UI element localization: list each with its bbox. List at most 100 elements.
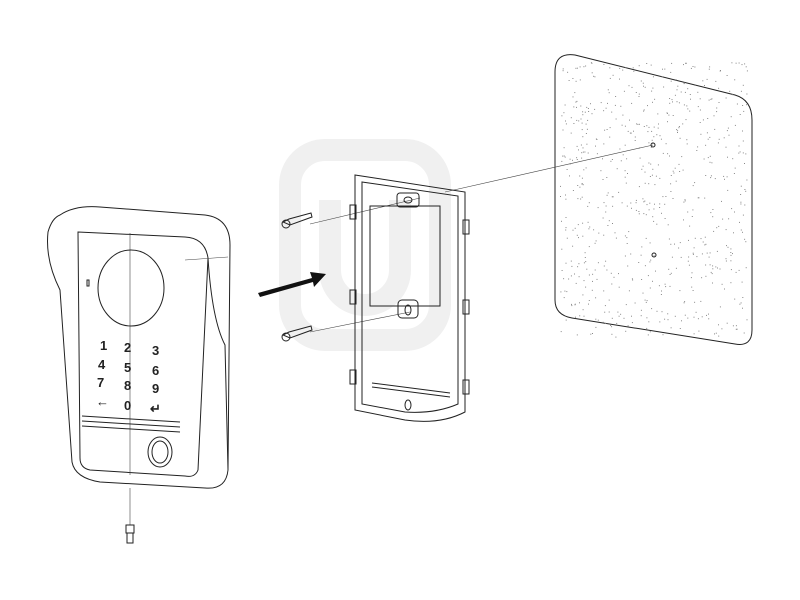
speckle-dot [565, 123, 567, 125]
speckle-dot [659, 207, 661, 208]
speckle-dot [716, 111, 718, 113]
speckle-dot [644, 171, 646, 173]
speckle-dot [596, 278, 598, 280]
speckle-dot [608, 311, 610, 313]
speckle-dot [699, 122, 701, 123]
speckle-dot [588, 228, 590, 230]
speckle-dot [593, 75, 595, 77]
speckle-dot [665, 196, 667, 197]
speckle-dot [592, 273, 594, 275]
speckle-dot [670, 71, 672, 73]
speckle-dot [721, 200, 722, 202]
speckle-dot [617, 311, 619, 313]
speckle-dot [688, 256, 690, 258]
speckle-dot [616, 168, 618, 170]
speckle-dot [647, 334, 649, 336]
speckle-dot [649, 261, 651, 263]
speckle-dot [562, 68, 564, 70]
speckle-dot [622, 69, 624, 71]
speckle-dot [718, 335, 720, 337]
speckle-dot [690, 67, 692, 69]
speckle-dot [683, 64, 684, 66]
speckle-dot [709, 264, 711, 266]
speckle-dot [652, 87, 654, 89]
speckle-dot [711, 273, 713, 275]
speckle-dot [569, 158, 571, 160]
speckle-dot [583, 169, 585, 171]
speckle-dot [609, 127, 611, 129]
speckle-dot [665, 286, 667, 288]
speckle-dot [646, 204, 648, 206]
speckle-dot [610, 272, 612, 274]
speckle-dot [573, 106, 575, 108]
speckle-dot [561, 160, 563, 162]
speckle-dot [694, 84, 696, 86]
speckle-dot [643, 213, 645, 215]
speckle-dot [718, 138, 720, 140]
speckle-dot [570, 117, 572, 119]
speckle-dot [665, 143, 667, 145]
speckle-dot [613, 276, 615, 278]
speckle-dot [692, 66, 694, 67]
speckle-dot [576, 119, 578, 121]
speckle-dot [686, 143, 688, 145]
speckle-dot [715, 266, 717, 268]
screw-bottom [281, 325, 313, 342]
speckle-dot [662, 334, 664, 336]
speckle-dot [638, 96, 640, 97]
speckle-dot [619, 148, 621, 150]
speckle-dot [649, 202, 651, 204]
speckle-dot [580, 118, 582, 120]
speckle-dot [661, 290, 662, 292]
key-5: 5 [124, 360, 131, 375]
speckle-dot [611, 159, 613, 160]
speckle-dot [626, 158, 628, 160]
speckle-dot [686, 105, 688, 107]
wall-texture [560, 62, 748, 338]
speckle-dot [638, 65, 640, 67]
speckle-dot [683, 104, 685, 106]
speckle-dot [713, 230, 715, 232]
speckle-dot [591, 72, 593, 74]
speckle-dot [575, 67, 577, 69]
speckle-dot [705, 175, 707, 176]
key-3: 3 [152, 343, 159, 358]
speckle-dot [742, 84, 744, 86]
speckle-dot [742, 307, 743, 309]
speckle-dot [692, 253, 694, 255]
speckle-dot [694, 182, 696, 184]
speckle-dot [734, 298, 736, 300]
speckle-dot [649, 287, 651, 289]
speckle-dot [742, 231, 743, 233]
speckle-dot [746, 93, 748, 95]
speckle-dot [701, 316, 703, 318]
speckle-dot [575, 316, 576, 318]
speckle-dot [717, 267, 718, 269]
speckle-dot [676, 101, 678, 103]
key-4: 4 [98, 357, 106, 372]
speckle-dot [604, 305, 606, 307]
speckle-dot [643, 110, 645, 112]
key-0: 0 [124, 398, 131, 413]
speckle-dot [726, 176, 728, 178]
speckle-dot [648, 142, 650, 144]
screw-bottom-device [125, 488, 135, 544]
speckle-dot [643, 201, 645, 203]
speckle-dot [694, 66, 696, 68]
speckle-dot [615, 118, 617, 120]
speckle-dot [651, 130, 653, 132]
speckle-dot [582, 235, 584, 237]
speckle-dot [664, 68, 666, 70]
speckle-dot [563, 147, 565, 149]
speckle-dot [576, 157, 578, 159]
speckle-dot [582, 309, 584, 311]
camera-lens [97, 249, 165, 327]
speckle-dot [628, 231, 630, 233]
speckle-dot [716, 227, 718, 229]
speckle-dot [719, 268, 721, 270]
speckle-dot [603, 110, 605, 112]
speckle-dot [670, 80, 672, 82]
speckle-dot [652, 76, 654, 78]
screw-top [281, 212, 313, 229]
speckle-dot [706, 78, 708, 80]
